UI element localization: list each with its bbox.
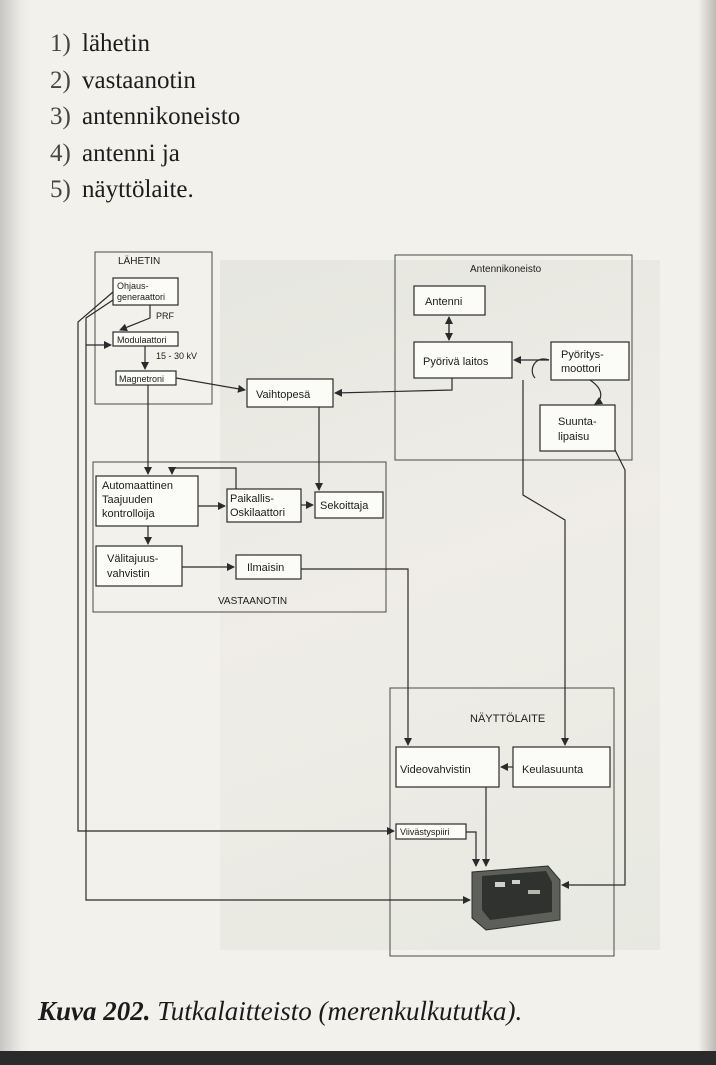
list-item: 2) vastaanotin <box>50 63 240 100</box>
if-amplifier-label-1: Välitajuus- <box>107 553 159 565</box>
list-item: 4) antenni ja <box>50 136 240 173</box>
local-oscillator-label-1: Paikallis- <box>230 493 274 505</box>
caption-label: Kuva 202. <box>38 996 151 1026</box>
antenna-label: Antenni <box>425 296 462 308</box>
direction-to-heading-connection <box>522 380 569 746</box>
delay-to-screen-connection <box>466 831 480 867</box>
local-oscillator-block <box>226 488 302 523</box>
transmitter-group <box>94 251 213 405</box>
list-text: näyttölaite. <box>82 176 194 203</box>
modulator-label: Modulaattori <box>117 335 167 345</box>
rotation-motor-label-2: moottori <box>561 363 601 375</box>
page-bottom-edge <box>0 1051 716 1065</box>
component-list: 1) lähetin 2) vastaanotin 3) antennikoneist… <box>50 26 240 209</box>
video-amplifier-block <box>395 746 500 788</box>
mixer-to-afc-feedback <box>168 467 237 489</box>
display-group <box>389 687 615 957</box>
receiver-group <box>92 461 387 613</box>
local-oscillator-label-2: Oskilaattori <box>230 507 285 519</box>
motor-to-direction-connection <box>589 379 604 405</box>
list-text: antennikoneisto <box>82 103 241 130</box>
control-generator-label-2: generaattori <box>117 292 165 302</box>
list-number: 1) <box>50 30 71 57</box>
if-amplifier-block <box>95 545 183 587</box>
caption-text: Tutkalaitteisto (merenkulkututka). <box>157 996 523 1026</box>
control-generator-label-1: Ohjaus- <box>117 281 149 291</box>
if-amplifier-label-2: vahvistin <box>107 568 150 580</box>
heading-label: Keulasuunta <box>522 764 584 776</box>
receiver-group-label: VASTAANOTIN <box>218 596 287 607</box>
control-generator-block <box>112 277 179 306</box>
direction-transmitter-label-1: Suunta- <box>558 416 597 428</box>
page-shadow-right <box>698 0 716 1065</box>
prf-connection <box>119 305 151 332</box>
list-item: 1) lähetin <box>50 26 240 63</box>
magnetron-label: Magnetroni <box>119 374 164 384</box>
duplexer-block <box>246 378 334 408</box>
list-number: 4) <box>50 139 71 167</box>
rotation-motor-block <box>550 341 630 381</box>
list-text: lähetin <box>82 30 151 57</box>
detector-to-video-connection <box>301 568 412 746</box>
mixer-label: Sekoittaja <box>320 500 369 512</box>
duplexer-label: Vaihtopesä <box>256 389 311 401</box>
video-amplifier-label: Videovahvistin <box>400 764 471 776</box>
radar-display-icon <box>471 865 561 931</box>
list-text: vastaanotin <box>82 66 196 94</box>
duplexer-to-antenna-connection <box>334 378 453 397</box>
detector-block <box>235 554 302 580</box>
afc-label-1: Automaattinen <box>102 480 173 492</box>
mixer-block <box>314 491 384 519</box>
list-number: 5) <box>50 176 71 203</box>
rotating-unit-block <box>413 341 513 379</box>
prf-label: PRF <box>156 311 175 321</box>
direction-transmitter-block <box>539 404 616 452</box>
voltage-label: 15 - 30 kV <box>156 351 197 361</box>
direction-transmitter-label-2: lipaisu <box>558 431 589 443</box>
afc-block <box>95 475 199 527</box>
page-shadow-left <box>0 0 30 1065</box>
motor-coupling <box>531 358 550 379</box>
figure-caption: Kuva 202. Tutkalaitteisto (merenkulkutut… <box>38 996 522 1027</box>
rotating-unit-label: Pyörivä laitos <box>423 356 489 368</box>
magnetron-to-duplexer-connection <box>175 377 246 393</box>
afc-label-2: Taajuuden <box>102 494 153 506</box>
direction-to-screen-connection <box>561 449 626 889</box>
antenna-unit-group <box>394 254 633 461</box>
detector-label: Ilmaisin <box>247 562 284 574</box>
list-item: 5) näyttölaite. <box>50 172 240 209</box>
list-number: 3) <box>50 103 71 130</box>
antenna-block <box>413 285 486 316</box>
trigger-to-delay-connection <box>77 291 395 835</box>
antenna-unit-group-label: Antennikoneisto <box>470 264 542 275</box>
display-group-label: NÄYTTÖLAITE <box>470 713 545 725</box>
rotation-motor-label-1: Pyöritys- <box>561 349 604 361</box>
trigger-to-screen-connection <box>85 299 471 904</box>
afc-label-3: kontrolloija <box>102 508 155 520</box>
list-item: 3) antennikoneisto <box>50 99 240 136</box>
transmitter-group-label: LÄHETIN <box>118 255 160 267</box>
delay-circuit-label: Viivästyspiiri <box>400 827 449 837</box>
list-text: antenni ja <box>82 139 180 167</box>
list-number: 2) <box>50 66 71 94</box>
